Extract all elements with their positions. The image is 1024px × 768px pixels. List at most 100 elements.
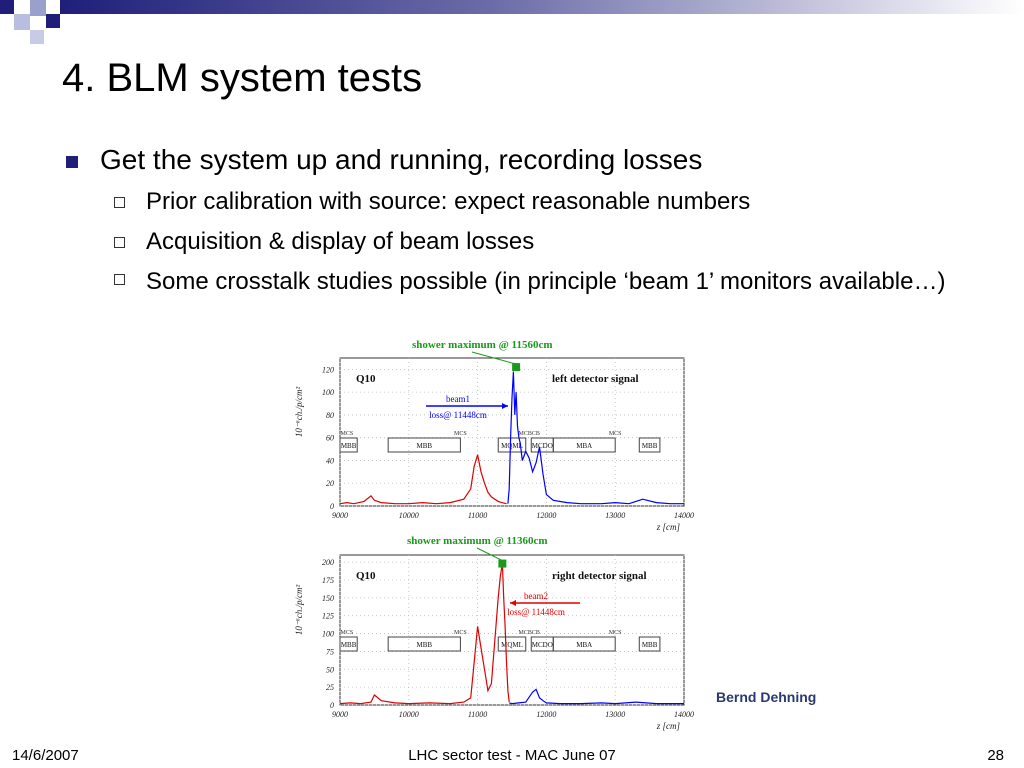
y-tick-label: 40: [326, 456, 334, 465]
y-tick-label: 120: [322, 365, 334, 374]
beam-arrow-head: [502, 403, 508, 409]
x-tick-label: 14000: [674, 710, 694, 719]
square-bullet-icon: [66, 156, 78, 168]
loss-position-label: loss@ 11448cm: [429, 410, 487, 420]
footer-title: LHC sector test - MAC June 07: [408, 747, 616, 764]
corrector-label: MCS: [341, 431, 354, 437]
maximum-leader-line: [471, 351, 517, 365]
series-line: [509, 688, 684, 705]
magnet-box: [552, 636, 616, 652]
beam-arrow-head: [510, 600, 516, 606]
bullet-item: Get the system up and running, recording…: [62, 142, 962, 178]
x-tick-label: 9000: [332, 710, 348, 719]
x-tick-label: 13000: [605, 710, 625, 719]
sub-bullet-item: Some crosstalk studies possible (in prin…: [62, 262, 962, 299]
corrector-label: MCS: [609, 630, 622, 636]
y-tick-label: 0: [330, 502, 334, 511]
x-tick-label: 11000: [468, 710, 487, 719]
magnet-label: MCDO: [532, 641, 553, 649]
magnet-label: MBA: [576, 442, 592, 450]
x-tick-label: 14000: [674, 511, 694, 520]
y-tick-label: 0: [330, 701, 334, 710]
quadrupole-label: Q10: [356, 373, 376, 385]
magnet-label: MBB: [416, 442, 432, 450]
y-tick-label: 20: [326, 479, 334, 488]
maximum-marker: [498, 559, 507, 568]
y-tick-label: 175: [322, 576, 334, 585]
magnet-box: [552, 437, 616, 453]
y-axis-label: 10⁻⁶ch./p/cm²: [294, 387, 304, 438]
magnet-label: MBB: [341, 442, 357, 450]
x-tick-label: 11000: [468, 511, 487, 520]
maximum-marker: [512, 363, 521, 372]
page-number: 28: [987, 747, 1004, 764]
series-line: [339, 563, 510, 705]
header-decoration: [0, 0, 1024, 44]
hollow-square-bullet-icon: [114, 274, 125, 285]
bullet-text: Get the system up and running, recording…: [100, 144, 703, 175]
y-tick-label: 100: [322, 630, 334, 639]
x-tick-label: 10000: [399, 710, 419, 719]
magnet-label: MBB: [642, 442, 658, 450]
magnet-label: MCDO: [532, 442, 553, 450]
detector-annotation: right detector signal: [552, 570, 647, 582]
x-tick-label: 13000: [605, 511, 625, 520]
magnet-label: MBB: [642, 641, 658, 649]
x-axis-label: z [cm]: [656, 522, 681, 532]
x-axis-label: z [cm]: [656, 721, 681, 731]
magnet-box: [638, 636, 661, 652]
y-tick-label: 50: [326, 665, 334, 674]
detector-annotation: left detector signal: [552, 373, 639, 385]
maximum-leader-line: [476, 547, 503, 562]
y-tick-label: 125: [322, 612, 334, 621]
series-line: [507, 371, 684, 505]
series-line: [339, 454, 507, 505]
chart-caption: shower maximum @ 11360cm: [407, 535, 548, 547]
quadrupole-label: Q10: [356, 570, 376, 582]
y-tick-label: 150: [322, 594, 334, 603]
y-tick-label: 100: [322, 388, 334, 397]
author-credit: Bernd Dehning: [716, 689, 817, 705]
chart-caption: shower maximum @ 11560cm: [412, 339, 553, 351]
beam-label: beam1: [446, 394, 470, 404]
magnet-box: [339, 636, 358, 652]
corrector-label: MCS: [609, 431, 622, 437]
sub-bullet-item: Acquisition & display of beam losses: [62, 222, 962, 262]
y-tick-label: 60: [326, 434, 334, 443]
plot-frame: [339, 357, 685, 507]
corrector-label: MCS: [454, 431, 467, 437]
footer-date: 14/6/2007: [12, 747, 79, 764]
slide-title: 4. BLM system tests: [62, 56, 423, 100]
magnet-label: MBA: [576, 641, 592, 649]
y-tick-label: 80: [326, 411, 334, 420]
magnet-box: [497, 636, 527, 652]
y-tick-label: 75: [326, 647, 334, 656]
magnet-box: [387, 636, 461, 652]
corrector-label: MCS: [454, 630, 467, 636]
magnet-label: MQML: [501, 641, 523, 649]
bullet-list: Get the system up and running, recording…: [62, 142, 962, 299]
magnet-box: [638, 437, 661, 453]
magnet-box: [339, 437, 358, 453]
corrector-label: MCBCB: [519, 431, 540, 437]
beam-label: beam2: [524, 591, 548, 601]
x-tick-label: 10000: [399, 511, 419, 520]
detector-signal-figure: 0 20 40 60 80 100 120 9000 10000 11000 12000 13000 1…: [294, 339, 694, 731]
y-tick-label: 25: [326, 683, 334, 692]
magnet-label: MBB: [416, 641, 432, 649]
sub-bullet-text: Prior calibration with source: expect re…: [146, 188, 751, 215]
y-axis-label: 10⁻⁶ch./p/cm²: [294, 585, 304, 636]
magnet-label: MBB: [341, 641, 357, 649]
x-tick-label: 12000: [536, 511, 556, 520]
hollow-square-bullet-icon: [114, 237, 125, 248]
x-tick-label: 9000: [332, 511, 348, 520]
sub-bullet-item: Prior calibration with source: expect re…: [62, 182, 962, 222]
sub-bullet-text: Acquisition & display of beam losses: [146, 228, 535, 255]
corrector-label: MCS: [341, 630, 354, 636]
x-tick-label: 12000: [536, 710, 556, 719]
sub-bullet-text: Some crosstalk studies possible (in prin…: [146, 268, 946, 295]
hollow-square-bullet-icon: [114, 197, 125, 208]
magnet-box: [497, 437, 527, 453]
corrector-label: MCBCB: [519, 630, 540, 636]
y-tick-label: 200: [322, 558, 334, 567]
